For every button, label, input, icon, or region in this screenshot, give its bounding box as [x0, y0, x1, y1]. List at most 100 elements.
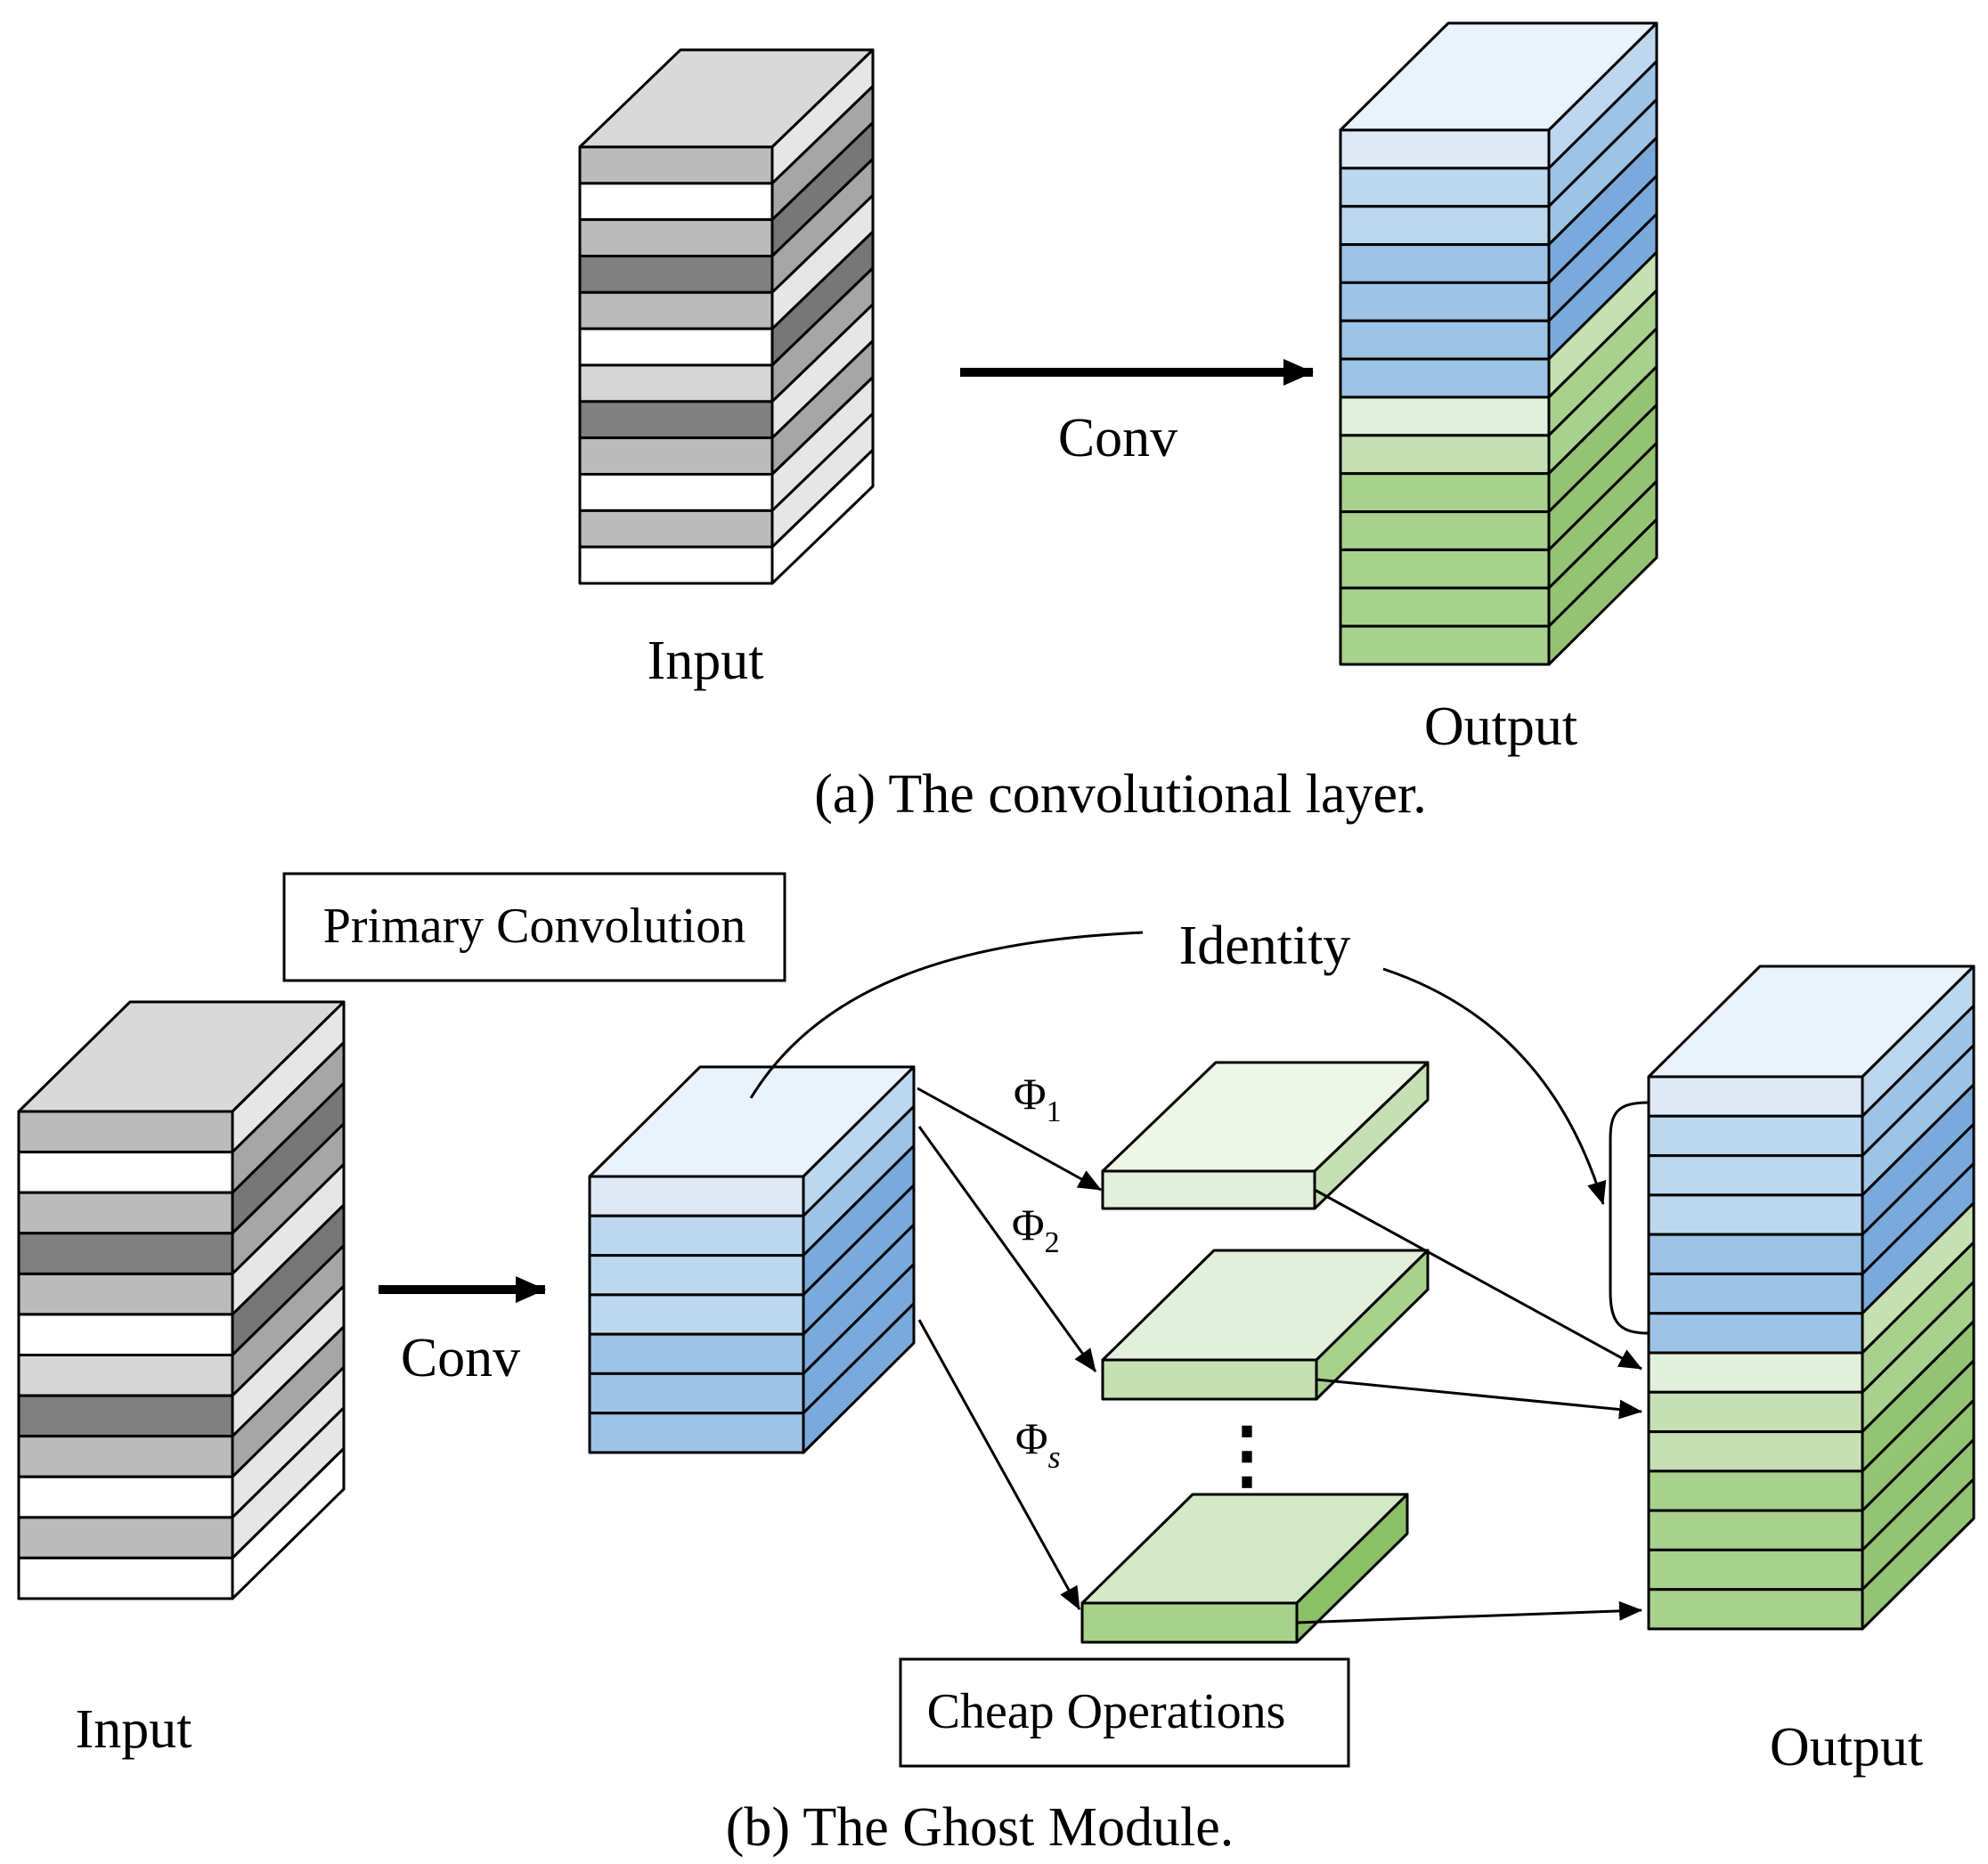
slab-front-face	[1101, 1169, 1316, 1210]
stack-layer-front	[1647, 1509, 1864, 1551]
cheap-operations-label: Cheap Operations	[927, 1684, 1286, 1739]
primary-convolution-label: Primary Convolution	[323, 899, 746, 954]
stack-layer-side	[1547, 517, 1658, 666]
stack-layer-front	[578, 327, 774, 367]
cheap-operations-box	[899, 1657, 1350, 1768]
stack-layer-front	[17, 1191, 234, 1235]
stack-layer-front	[1339, 128, 1551, 170]
ghost-feature-slab-s	[1080, 1493, 1409, 1644]
stack-layer-front	[17, 1232, 234, 1275]
stack-layer-front	[1339, 167, 1551, 208]
b-input-label: Input	[76, 1699, 192, 1760]
stack-layer-front	[1339, 205, 1551, 247]
phi1-arrow	[917, 1087, 1102, 1192]
stack-layer-front	[17, 1313, 234, 1356]
stack-layer-front	[17, 1354, 234, 1397]
stack-layer-front	[588, 1175, 805, 1217]
stack-layer-front	[1339, 395, 1551, 437]
stack-layer-front	[17, 1110, 234, 1154]
stack-layer-front	[17, 1272, 234, 1316]
stack-layer-front	[588, 1254, 805, 1297]
intrinsic-feature-stack	[588, 1065, 916, 1454]
stack-layer-side	[802, 1302, 916, 1454]
b-input-feature-stack	[17, 1000, 346, 1600]
slab-side-face	[1295, 1493, 1409, 1644]
b-caption: (b) The Ghost Module.	[726, 1797, 1234, 1858]
stack-layer-front	[1339, 472, 1551, 514]
stack-layer-front	[1647, 1075, 1864, 1118]
stack-layer-side	[770, 448, 875, 585]
stack-layer-front	[1647, 1390, 1864, 1434]
stack-layer-front	[17, 1435, 234, 1478]
slab-front-face	[1080, 1601, 1299, 1644]
a-caption: (a) The convolutional layer.	[814, 764, 1427, 825]
identity-curve-left	[749, 931, 1144, 1099]
stack-layer-front	[578, 363, 774, 403]
stack-layer-front	[578, 218, 774, 257]
phi2-subscript: 2	[1045, 1226, 1060, 1259]
b-conv-label: Conv	[401, 1328, 520, 1388]
a-output-label: Output	[1424, 696, 1577, 757]
phi1-subscript: 1	[1047, 1095, 1062, 1128]
stack-layer-front	[578, 400, 774, 440]
stack-layer-front	[578, 545, 774, 585]
slab-front-face	[1101, 1358, 1318, 1401]
ghost-feature-slab-2	[1101, 1249, 1430, 1401]
stack-layer-front	[588, 1372, 805, 1415]
stack-layer-front	[578, 145, 774, 185]
stack-layer-front	[1647, 1312, 1864, 1355]
ellipsis-dots: ⋮	[1210, 1414, 1284, 1497]
stack-layer-front	[1647, 1548, 1864, 1591]
stack-layer-front	[1339, 548, 1551, 590]
b-output-label: Output	[1770, 1717, 1923, 1778]
stack-layer-front	[1647, 1154, 1864, 1197]
a-input-label: Input	[648, 631, 764, 691]
stack-layer-front	[588, 1214, 805, 1258]
stack-layer-front	[17, 1151, 234, 1194]
stack-layer-front	[1339, 510, 1551, 551]
identity-curve-right	[1382, 967, 1607, 1205]
stack-layer-front	[578, 509, 774, 549]
stack-layer-front	[578, 290, 774, 330]
slab-side-face	[1313, 1061, 1430, 1210]
stack-layer-front	[17, 1394, 234, 1438]
stack-layer-front	[17, 1516, 234, 1559]
primary-convolution-box	[282, 872, 786, 982]
b-output-feature-stack	[1647, 965, 1976, 1631]
stack-layer-front	[1647, 1193, 1864, 1236]
stack-layer-front	[1647, 1233, 1864, 1275]
ghost2-to-output-arrow	[1316, 1378, 1642, 1420]
stack-layer-front	[578, 473, 774, 512]
slab-side-face	[1315, 1249, 1430, 1401]
stack-layer-front	[1339, 243, 1551, 284]
ghosts-to-output-arrow	[1296, 1600, 1642, 1624]
stack-layer-front	[1647, 1272, 1864, 1315]
phis-arrow	[917, 1319, 1081, 1610]
stack-layer-front	[1647, 1114, 1864, 1158]
stack-layer-front	[588, 1332, 805, 1375]
a-conv-label: Conv	[1058, 408, 1177, 468]
phi1-label: Φ1	[1014, 1069, 1062, 1128]
stack-layer-front	[578, 436, 774, 476]
stack-layer-front	[578, 255, 774, 294]
ghost1-to-output-arrow	[1314, 1188, 1642, 1371]
stack-layer-front	[1339, 319, 1551, 361]
stack-layer-front	[1339, 624, 1551, 666]
stack-layer-front	[588, 1293, 805, 1336]
stack-layer-front	[588, 1412, 805, 1454]
a-input-feature-stack	[578, 48, 875, 585]
stack-layer-front	[1339, 357, 1551, 399]
stack-layer-side	[231, 1446, 346, 1600]
ghost-feature-slab-1	[1101, 1061, 1430, 1210]
stack-layer-front	[1339, 281, 1551, 322]
stack-layer-front	[578, 182, 774, 222]
stack-layer-front	[1647, 1588, 1864, 1631]
stack-layer-front	[17, 1475, 234, 1519]
stack-layer-side	[1861, 1477, 1976, 1631]
phis-subscript: s	[1048, 1439, 1061, 1475]
stack-layer-front	[1647, 1430, 1864, 1473]
stack-layer-front	[1647, 1469, 1864, 1512]
stack-layer-front	[17, 1556, 234, 1600]
identity-label: Identity	[1179, 916, 1351, 976]
